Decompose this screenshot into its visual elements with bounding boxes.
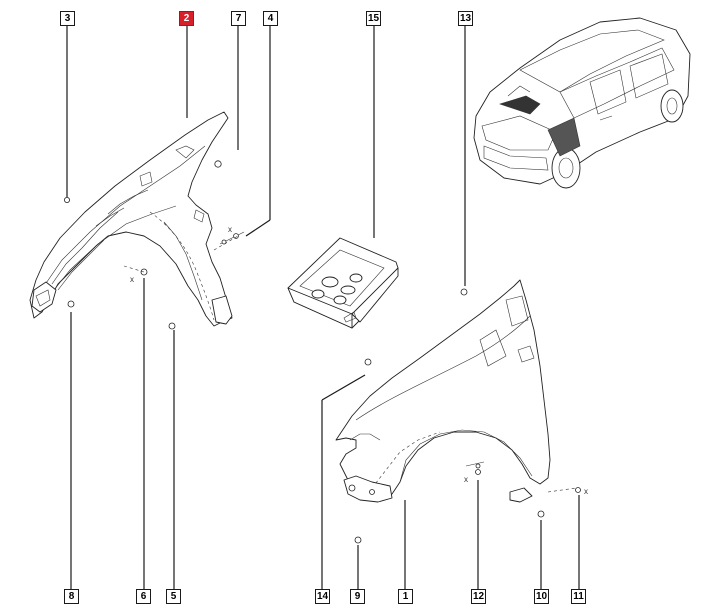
callout-3[interactable]: 3 bbox=[60, 11, 75, 26]
callout-10[interactable]: 10 bbox=[534, 589, 549, 604]
svg-text:x: x bbox=[130, 275, 134, 284]
callout-4[interactable]: 4 bbox=[263, 11, 278, 26]
leader-lines bbox=[66, 26, 580, 590]
car-overview bbox=[473, 17, 691, 189]
svg-text:x: x bbox=[464, 475, 468, 484]
callout-2[interactable]: 2 bbox=[179, 11, 194, 26]
svg-text:x: x bbox=[584, 487, 588, 496]
inner-fender-liner bbox=[29, 111, 233, 327]
callout-14[interactable]: 14 bbox=[315, 589, 330, 604]
clip-kit-box bbox=[287, 237, 399, 329]
callout-6[interactable]: 6 bbox=[136, 589, 151, 604]
callout-5[interactable]: 5 bbox=[166, 589, 181, 604]
callout-11[interactable]: 11 bbox=[571, 589, 586, 604]
callout-15[interactable]: 15 bbox=[366, 11, 381, 26]
fasteners-left: x x bbox=[64, 160, 245, 330]
callout-7[interactable]: 7 bbox=[231, 11, 246, 26]
callout-9[interactable]: 9 bbox=[350, 589, 365, 604]
callout-8[interactable]: 8 bbox=[64, 589, 79, 604]
fasteners-right: x x bbox=[354, 469, 588, 544]
callout-12[interactable]: 12 bbox=[471, 589, 486, 604]
svg-text:x: x bbox=[228, 225, 232, 234]
callout-13[interactable]: 13 bbox=[458, 11, 473, 26]
callout-1[interactable]: 1 bbox=[398, 589, 413, 604]
front-fender bbox=[335, 279, 551, 503]
